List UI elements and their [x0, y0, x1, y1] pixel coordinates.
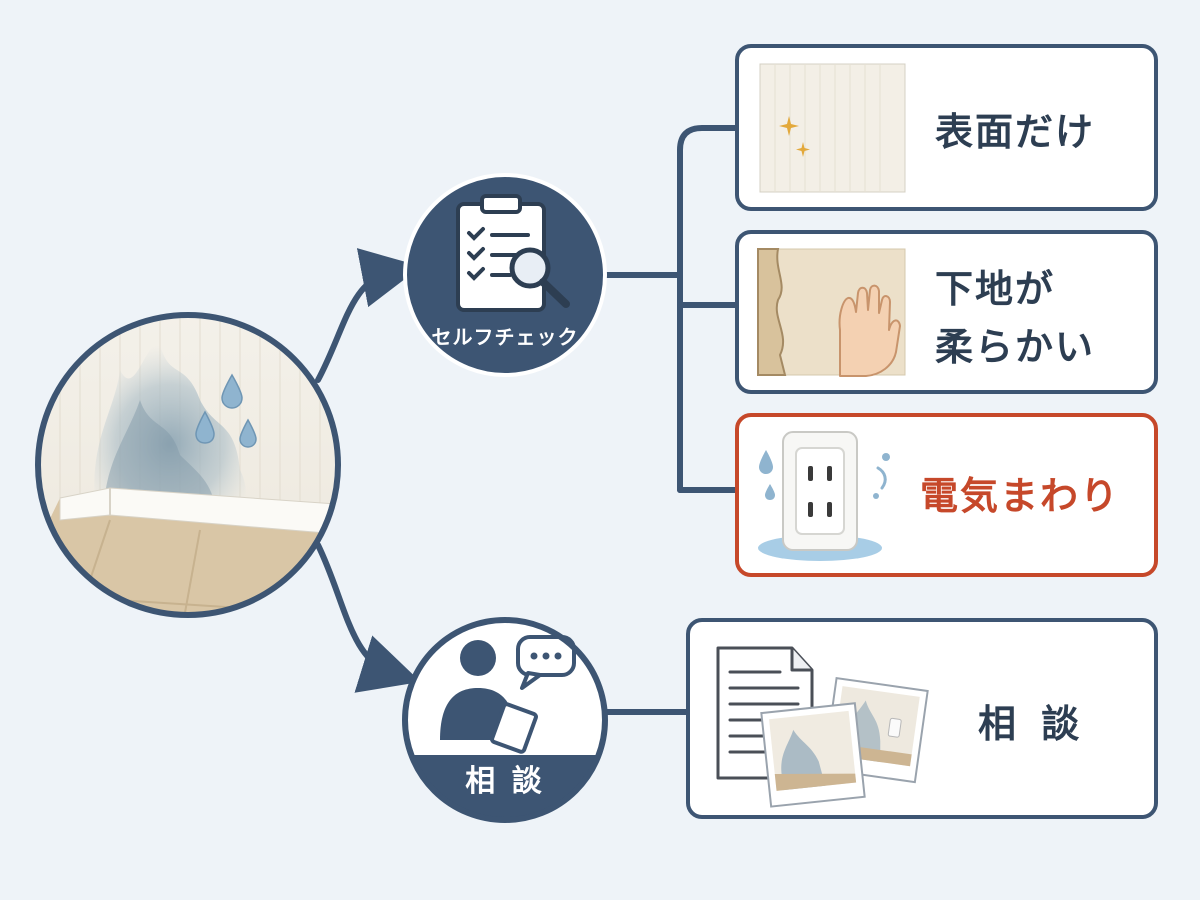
sparkle-icon	[779, 116, 799, 136]
speech-bubble-icon	[516, 635, 576, 690]
magnifier-icon	[509, 247, 570, 308]
card-electrical	[735, 413, 1158, 577]
connector-lines	[315, 125, 739, 715]
card-label-soft-substrate-line1: 下地が	[935, 267, 1056, 311]
mold-wall-illustration	[35, 312, 341, 618]
consult-circle-label: 相 談	[465, 764, 545, 799]
card-consult	[686, 618, 1158, 819]
card-label-consult: 相 談	[978, 702, 1086, 746]
card-label-soft-substrate-line2: 柔らかい	[935, 325, 1096, 369]
card-soft-substrate	[735, 230, 1158, 394]
card-label-electrical: 電気まわり	[920, 474, 1121, 518]
card-surface-only	[735, 44, 1158, 211]
outlet-icon	[782, 431, 858, 551]
self-check-node	[403, 173, 607, 377]
water-drop-icon	[759, 450, 773, 474]
photo-icon	[760, 702, 866, 808]
clipboard-icon	[490, 702, 538, 754]
water-drop-icon	[765, 484, 775, 500]
sparkle-icon	[796, 142, 810, 157]
hand-icon	[838, 284, 901, 377]
self-check-label: セルフチェック	[431, 325, 579, 349]
consult-node	[402, 617, 608, 823]
water-splash-icon	[876, 466, 887, 490]
card-label-surface-only: 表面だけ	[935, 110, 1096, 154]
